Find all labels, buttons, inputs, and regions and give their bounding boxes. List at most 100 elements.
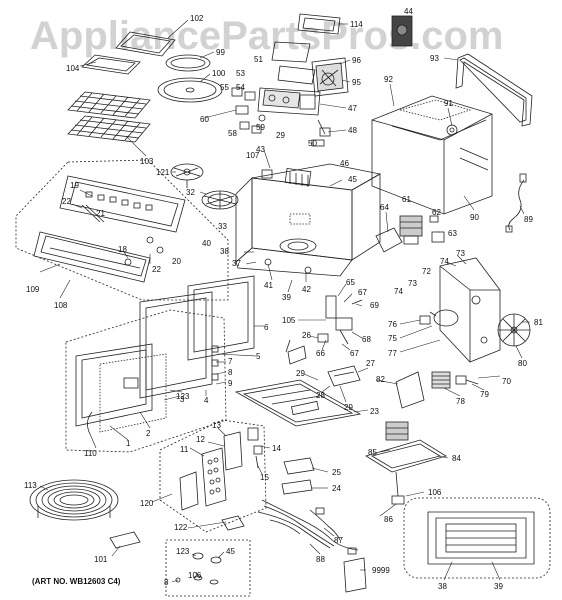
part-43-46-45-cavity <box>235 163 382 277</box>
callout-37: 37 <box>232 259 241 268</box>
callout-121: 121 <box>156 168 170 177</box>
callout-96: 96 <box>352 56 361 65</box>
callout-113: 113 <box>24 481 37 490</box>
callout-105: 105 <box>282 316 296 325</box>
part-114-bracket <box>297 13 341 35</box>
callout-46: 46 <box>340 159 349 168</box>
callout-19: 19 <box>70 181 79 190</box>
callout-29-middle: 29 <box>296 369 305 378</box>
part-62-63-thermostat <box>429 215 445 243</box>
callout-55: 55 <box>220 83 229 92</box>
part-76-75-motor <box>419 309 459 327</box>
callout-26: 26 <box>302 331 311 340</box>
callout-45: 45 <box>348 175 357 184</box>
callout-106-misc: 106 <box>188 571 202 580</box>
callout-122: 122 <box>174 523 188 532</box>
callout-44: 44 <box>404 7 413 16</box>
part-92-90-outer-case <box>371 95 493 215</box>
part-121-stirrer-cover <box>170 163 204 188</box>
callout-95: 95 <box>352 78 361 87</box>
callout-62: 62 <box>432 208 441 217</box>
callout-27: 27 <box>366 359 375 368</box>
callout-39-filter: 39 <box>494 582 503 591</box>
part-32-33-stirrer <box>201 190 239 210</box>
callout-114: 114 <box>350 20 363 29</box>
callout-58: 58 <box>228 129 237 138</box>
part-11-13-keypad <box>179 427 263 511</box>
callout-5: 5 <box>256 352 261 361</box>
art-number: (ART NO. WB12603 C4) <box>32 577 121 586</box>
callout-103: 103 <box>140 157 154 166</box>
callout-108: 108 <box>54 301 68 310</box>
part-82-capacitor <box>395 371 425 409</box>
callout-33: 33 <box>218 222 227 231</box>
callout-53: 53 <box>236 69 245 78</box>
group-109-108-outline <box>15 159 229 301</box>
callout-79: 79 <box>480 390 489 399</box>
callout-88: 88 <box>316 555 325 564</box>
callout-92: 92 <box>384 75 393 84</box>
part-108-control-panel <box>33 231 164 283</box>
part-78-79-damper <box>431 371 479 389</box>
part-19-control-board <box>59 175 186 233</box>
part-101-pad <box>109 531 141 549</box>
callout-102: 102 <box>190 14 204 23</box>
callout-82: 82 <box>376 375 385 384</box>
callout-24: 24 <box>332 484 341 493</box>
callout-85: 85 <box>368 448 377 457</box>
callout-86: 86 <box>384 515 393 524</box>
callout-81: 81 <box>534 318 543 327</box>
part-103-rack <box>67 91 151 143</box>
callout-74-lower: 74 <box>394 287 403 296</box>
callout-70: 70 <box>502 377 511 386</box>
callout-99: 99 <box>216 48 225 57</box>
callout-20: 20 <box>172 257 181 266</box>
callout-106-base: 106 <box>428 488 442 497</box>
part-58-59-switches <box>239 114 266 134</box>
callout-109: 109 <box>26 285 40 294</box>
callout-74-upper: 74 <box>440 257 449 266</box>
callout-120: 120 <box>140 499 154 508</box>
callout-77: 77 <box>388 349 397 358</box>
callout-22-lower: 22 <box>152 265 161 274</box>
callout-40: 40 <box>202 239 211 248</box>
group-filter-outline <box>403 497 551 579</box>
callout-38-upper: 38 <box>220 247 229 256</box>
callout-110: 110 <box>84 449 97 458</box>
callout-29-lower: 29 <box>344 403 353 412</box>
callout-73-upper: 73 <box>456 249 465 258</box>
callout-1: 1 <box>126 439 131 448</box>
callout-67: 67 <box>358 288 367 297</box>
part-113-turntable-rack <box>29 479 119 521</box>
callout-32: 32 <box>186 188 195 197</box>
callout-29-top: 29 <box>276 131 285 140</box>
callout-104: 104 <box>66 64 80 73</box>
part-102-tray <box>115 31 176 57</box>
callout-100: 100 <box>212 69 226 78</box>
part-104-tray <box>81 54 141 75</box>
part-122-pad <box>221 515 245 531</box>
callout-2: 2 <box>146 429 151 438</box>
callout-42: 42 <box>302 285 311 294</box>
callout-39: 39 <box>282 293 291 302</box>
callout-9: 9 <box>228 379 233 388</box>
callout-123-door: 123 <box>176 392 190 401</box>
part-93-frame <box>455 53 533 127</box>
callout-numbers: 102 99 104 100 103 114 44 9 3 5 1 53 96 95… <box>24 7 543 591</box>
part-61-magnetron <box>399 215 423 245</box>
callout-63: 63 <box>448 229 457 238</box>
callout-11: 11 <box>180 445 189 454</box>
callout-61: 61 <box>402 195 411 204</box>
callout-3: 3 <box>180 395 185 404</box>
callout-13: 13 <box>212 421 221 430</box>
callout-25: 25 <box>332 468 341 477</box>
part-26-27-latch <box>285 339 361 387</box>
callout-6: 6 <box>264 323 269 332</box>
callout-14: 14 <box>272 444 281 453</box>
part-6-door-choke <box>187 275 255 361</box>
callout-72: 72 <box>422 267 431 276</box>
callout-21: 21 <box>96 209 105 218</box>
part-96-95-motor-assembly <box>311 57 349 97</box>
callout-41: 41 <box>264 281 273 290</box>
callout-23: 23 <box>370 407 379 416</box>
